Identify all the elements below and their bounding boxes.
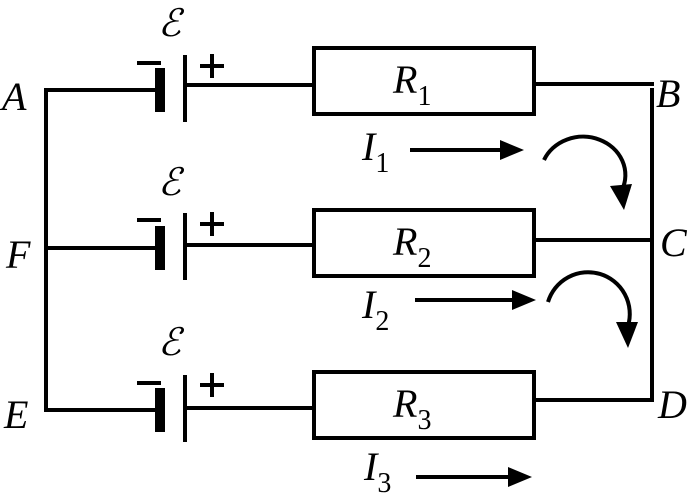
- node-label-d: D: [657, 382, 687, 427]
- branch-3: [44, 370, 654, 442]
- resistor-label-r2: R2: [392, 219, 431, 274]
- loop-arrow-lower: [546, 270, 638, 348]
- resistor-label-r3: R3: [392, 381, 431, 436]
- resistor-r2: [312, 208, 536, 278]
- branch-1: [44, 46, 654, 122]
- node-label-e: E: [3, 392, 28, 437]
- current-arrow-i3: [416, 467, 532, 487]
- node-label-f: F: [5, 232, 31, 277]
- node-label-c: C: [660, 220, 688, 265]
- emf-label-1: ℰ: [158, 3, 185, 45]
- resistor-label-r1: R1: [392, 57, 431, 112]
- branch-2: [44, 208, 654, 280]
- loop-arrow-upper: [542, 134, 632, 210]
- emf-label-3: ℰ: [158, 322, 185, 364]
- current-arrow-i2: [415, 290, 536, 310]
- current-label-i2: I2: [361, 282, 389, 337]
- node-label-a: A: [0, 74, 27, 119]
- current-label-i1: I1: [361, 124, 389, 179]
- resistor-r1: [312, 46, 536, 116]
- resistor-r3: [312, 370, 536, 440]
- node-label-b: B: [656, 71, 680, 116]
- emf-label-2: ℰ: [158, 162, 185, 204]
- current-arrow-i1: [410, 140, 524, 160]
- current-label-i3: I3: [363, 444, 391, 499]
